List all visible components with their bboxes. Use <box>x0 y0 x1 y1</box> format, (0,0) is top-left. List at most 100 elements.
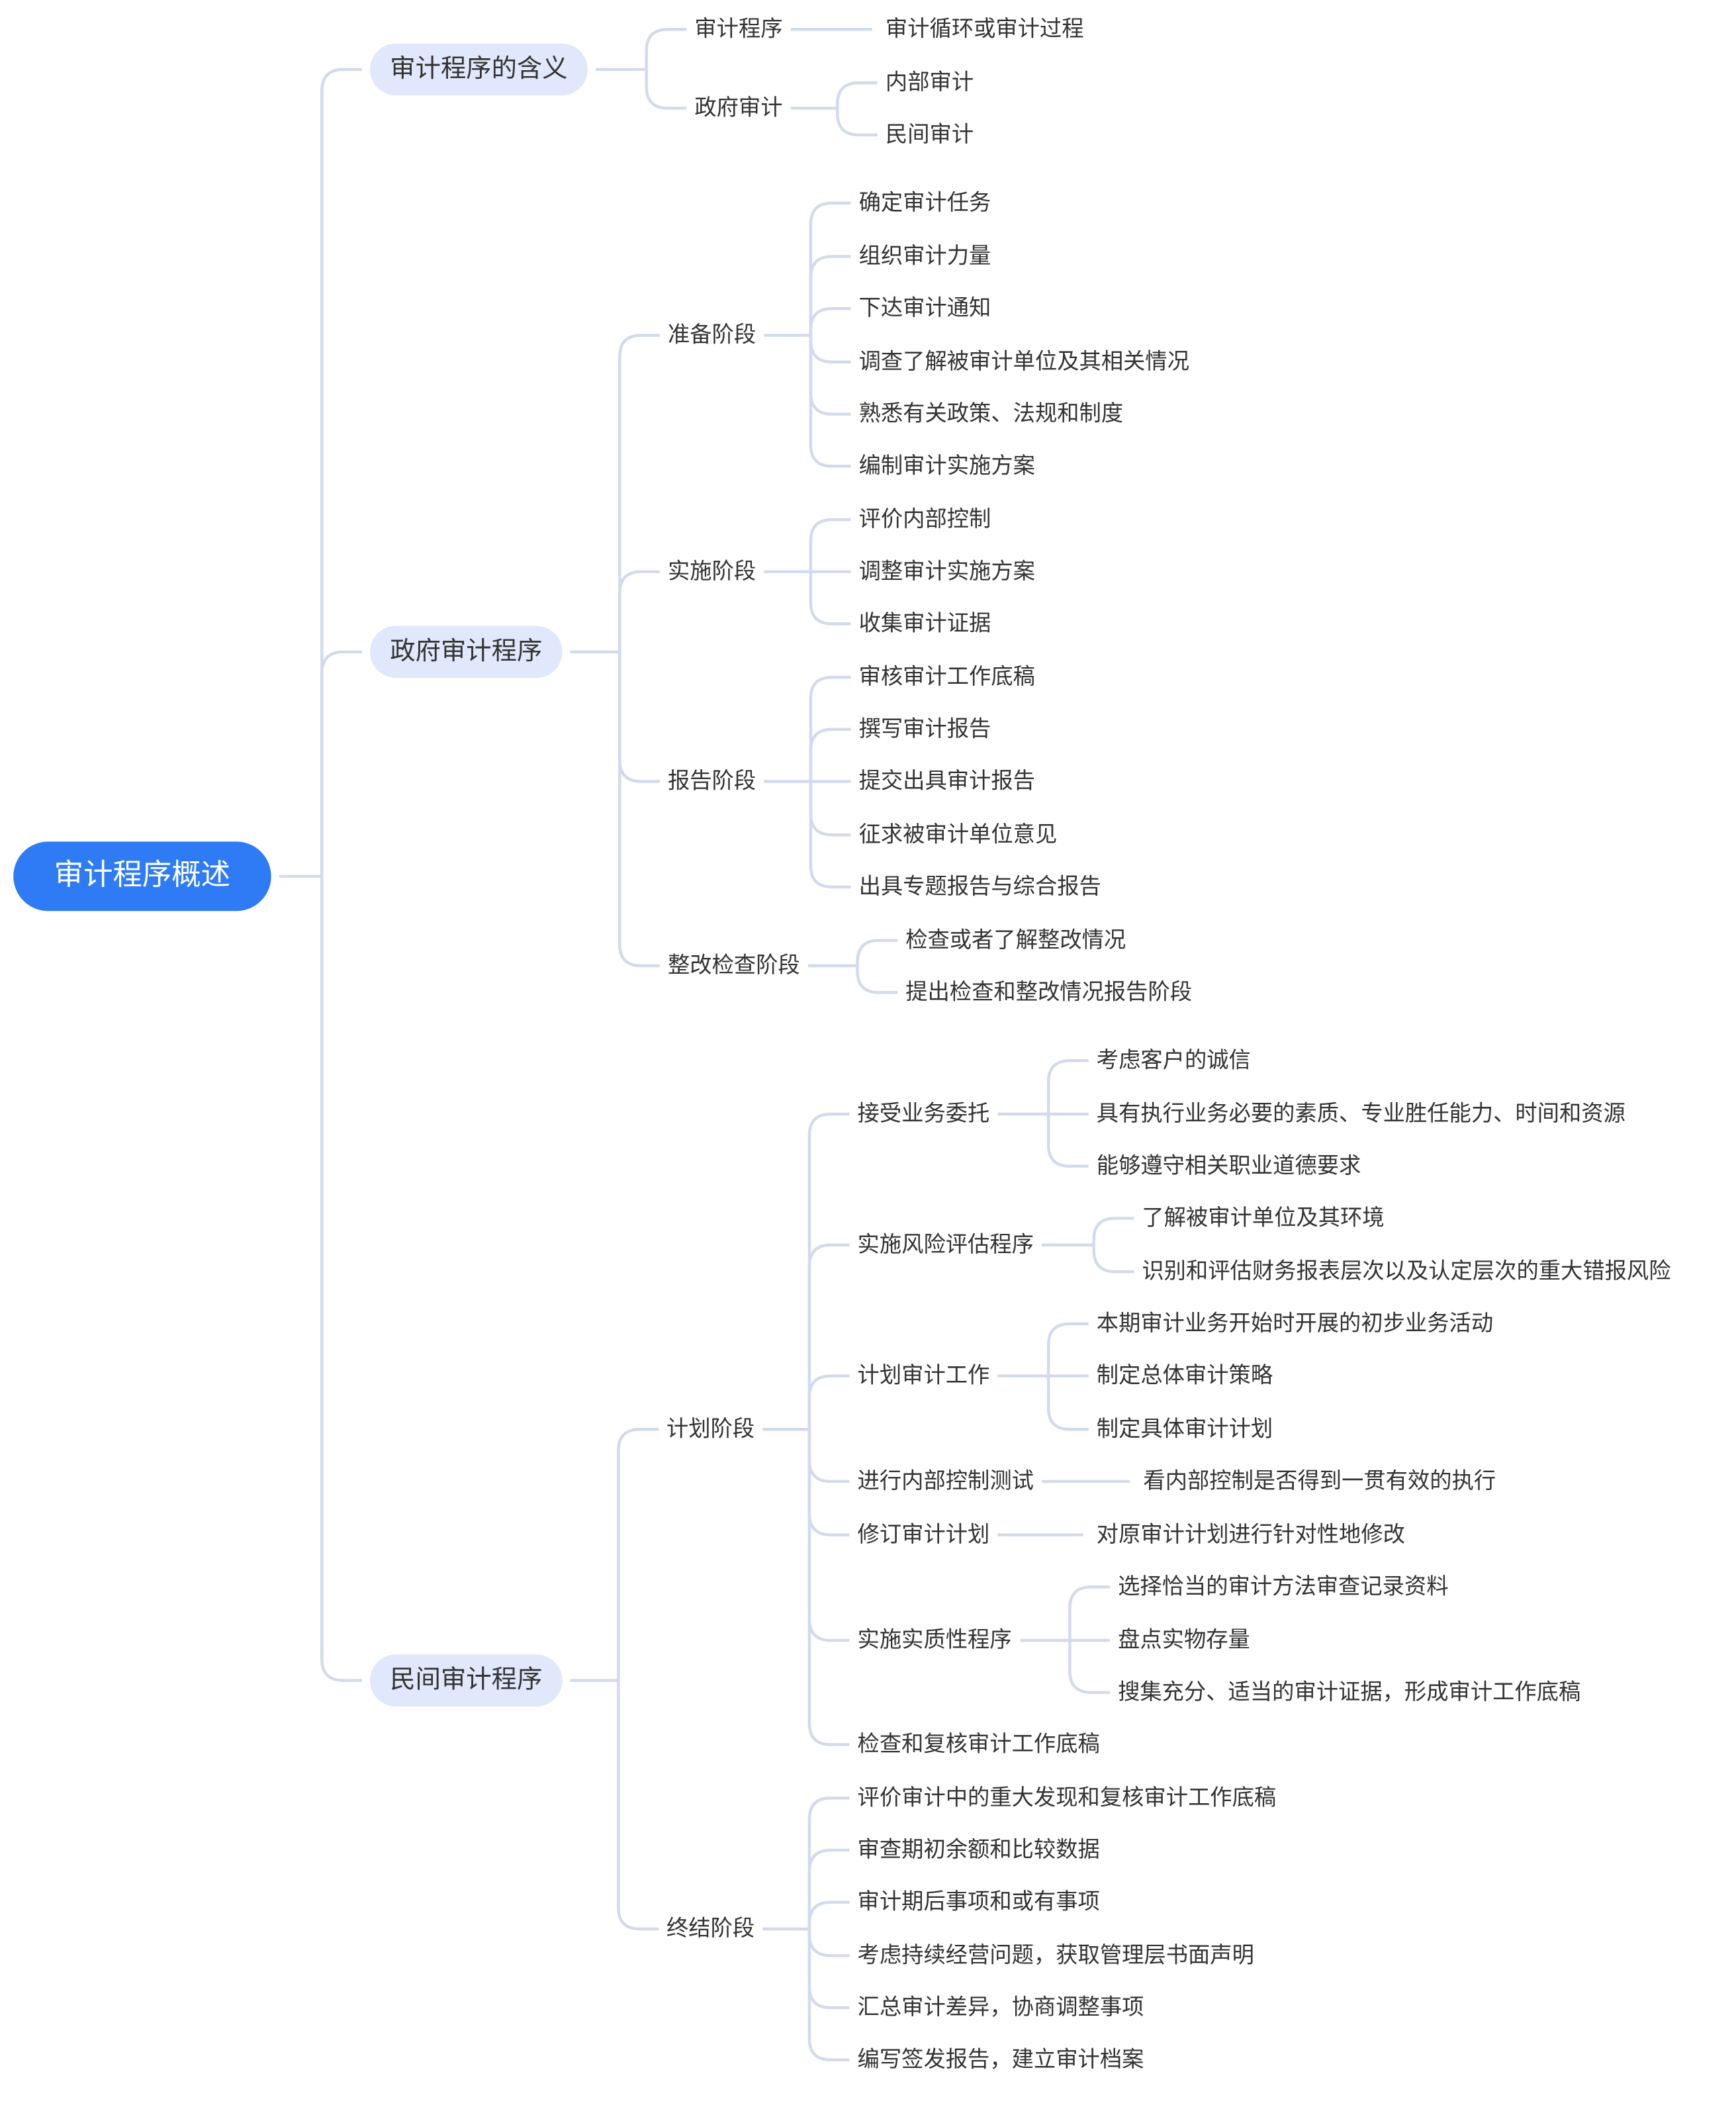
subtopic[interactable]: 调查了解被审计单位及其相关情况 <box>858 348 1190 375</box>
root-topic[interactable]: 审计程序概述 <box>13 841 271 912</box>
connector-line <box>856 966 898 994</box>
subtopic[interactable]: 调整审计实施方案 <box>858 558 1035 584</box>
connector-line <box>809 781 851 837</box>
subtopic[interactable]: 计划审计工作 <box>857 1362 990 1388</box>
subtopic[interactable]: 盘点实物存量 <box>1118 1626 1250 1653</box>
connector-line <box>809 335 851 468</box>
connector-line <box>809 255 851 336</box>
connector-line <box>836 81 878 109</box>
subtopic[interactable]: 计划阶段 <box>666 1416 755 1442</box>
subtopic[interactable]: 实施实质性程序 <box>857 1626 1012 1653</box>
main-topic[interactable]: 民间审计程序 <box>369 1654 563 1707</box>
subtopic[interactable]: 汇总审计差异，协商调整事项 <box>857 1994 1144 2020</box>
subtopic[interactable]: 准备阶段 <box>667 322 756 348</box>
connector-line <box>1092 1244 1134 1274</box>
connector-line <box>618 651 660 968</box>
connector-line <box>809 306 851 336</box>
subtopic[interactable]: 审计期后事项和或有事项 <box>857 1889 1100 1914</box>
connector-line <box>809 781 851 889</box>
connector-line <box>1092 1217 1134 1245</box>
connector-line <box>807 1797 850 1929</box>
connector-line <box>618 570 660 652</box>
connector-line <box>807 1928 850 1957</box>
connector-line <box>856 939 898 966</box>
subtopic[interactable]: 考虑持续经营问题，获取管理层书面声明 <box>857 1942 1254 1968</box>
subtopic[interactable]: 看内部控制是否得到一贯有效的执行 <box>1143 1468 1496 1494</box>
subtopic[interactable]: 内部审计 <box>885 69 974 95</box>
connector-line <box>320 876 362 1682</box>
connector-line <box>807 1848 850 1929</box>
subtopic[interactable]: 出具专题报告与综合报告 <box>858 873 1101 900</box>
subtopic[interactable]: 报告阶段 <box>667 768 756 794</box>
subtopic[interactable]: 整改检查阶段 <box>667 952 800 978</box>
subtopic[interactable]: 选择恰当的审计方法审查记录资料 <box>1118 1573 1449 1599</box>
main-topic[interactable]: 政府审计程序 <box>369 626 563 679</box>
subtopic[interactable]: 终结阶段 <box>666 1915 755 1942</box>
connector-line <box>809 675 851 782</box>
subtopic[interactable]: 编制审计实施方案 <box>858 453 1035 479</box>
subtopic[interactable]: 民间审计 <box>885 121 974 147</box>
subtopic[interactable]: 审计程序 <box>694 16 783 42</box>
subtopic[interactable]: 进行内部控制测试 <box>857 1468 1034 1494</box>
connector-line <box>807 1374 850 1430</box>
connector-line <box>1068 1585 1110 1641</box>
subtopic[interactable]: 政府审计 <box>694 95 783 120</box>
connector-line <box>807 1928 850 2061</box>
connector-line <box>320 650 362 876</box>
subtopic[interactable]: 修订审计计划 <box>857 1521 990 1547</box>
subtopic[interactable]: 收集审计证据 <box>858 610 991 636</box>
subtopic[interactable]: 具有执行业务必要的素质、专业胜任能力、时间和资源 <box>1096 1100 1625 1127</box>
connector-line <box>1046 1322 1089 1376</box>
subtopic[interactable]: 评价内部控制 <box>858 506 991 532</box>
connector-line <box>807 1112 850 1430</box>
connector-line <box>836 108 878 137</box>
subtopic[interactable]: 确定审计任务 <box>858 189 991 215</box>
subtopic[interactable]: 了解被审计单位及其环境 <box>1142 1205 1385 1231</box>
connector-line <box>809 518 851 572</box>
main-topic[interactable]: 审计程序的含义 <box>369 43 588 96</box>
subtopic[interactable]: 下达审计通知 <box>858 295 991 321</box>
connector-line <box>807 1243 850 1430</box>
subtopic[interactable]: 提交出具审计报告 <box>858 768 1035 794</box>
subtopic[interactable]: 检查和复核审计工作底稿 <box>857 1731 1100 1757</box>
connector-line <box>617 1680 659 1931</box>
subtopic[interactable]: 实施风险评估程序 <box>857 1231 1034 1257</box>
subtopic[interactable]: 审核审计工作底稿 <box>858 663 1035 690</box>
subtopic[interactable]: 熟悉有关政策、法规和制度 <box>858 400 1124 426</box>
subtopic[interactable]: 检查或者了解整改情况 <box>905 927 1126 953</box>
connector-line <box>645 28 687 70</box>
subtopic[interactable]: 提出检查和整改情况报告阶段 <box>905 979 1193 1005</box>
subtopic[interactable]: 评价审计中的重大发现和复核审计工作底稿 <box>857 1785 1277 1810</box>
subtopic[interactable]: 征求被审计单位意见 <box>858 821 1058 847</box>
connector-line <box>645 69 687 110</box>
subtopic[interactable]: 审查期初余额和比较数据 <box>857 1836 1100 1863</box>
connector-line <box>809 335 851 364</box>
subtopic[interactable]: 对原审计计划进行针对性地修改 <box>1096 1521 1405 1547</box>
connector-line <box>617 1428 659 1681</box>
connector-line <box>809 727 851 782</box>
subtopic[interactable]: 本期审计业务开始时开展的初步业务活动 <box>1096 1310 1494 1336</box>
connector-line <box>1046 1114 1089 1168</box>
subtopic[interactable]: 审计循环或审计过程 <box>885 16 1084 42</box>
connector-line <box>807 1900 850 1929</box>
subtopic[interactable]: 识别和评估财务报表层次以及认定层次的重大错报风险 <box>1142 1258 1671 1284</box>
subtopic[interactable]: 搜集充分、适当的审计证据，形成审计工作底稿 <box>1118 1679 1581 1705</box>
subtopic[interactable]: 编写签发报告，建立审计档案 <box>857 2046 1144 2072</box>
subtopic[interactable]: 制定总体审计策略 <box>1096 1362 1273 1388</box>
subtopic[interactable]: 接受业务委托 <box>857 1100 990 1127</box>
connector-line <box>809 335 851 416</box>
connector-line <box>1046 1059 1089 1115</box>
connector-line <box>1046 1376 1089 1431</box>
subtopic[interactable]: 能够遵守相关职业道德要求 <box>1096 1152 1361 1178</box>
subtopic[interactable]: 考虑客户的诚信 <box>1096 1047 1251 1073</box>
connector-line <box>807 1928 850 2010</box>
connector-line <box>809 201 851 336</box>
subtopic[interactable]: 实施阶段 <box>667 558 756 584</box>
subtopic[interactable]: 组织审计力量 <box>858 243 991 269</box>
subtopic[interactable]: 撰写审计报告 <box>858 716 991 741</box>
connector-line <box>807 1429 850 1483</box>
subtopic[interactable]: 制定具体审计计划 <box>1096 1416 1273 1442</box>
connector-line <box>807 1429 850 1746</box>
